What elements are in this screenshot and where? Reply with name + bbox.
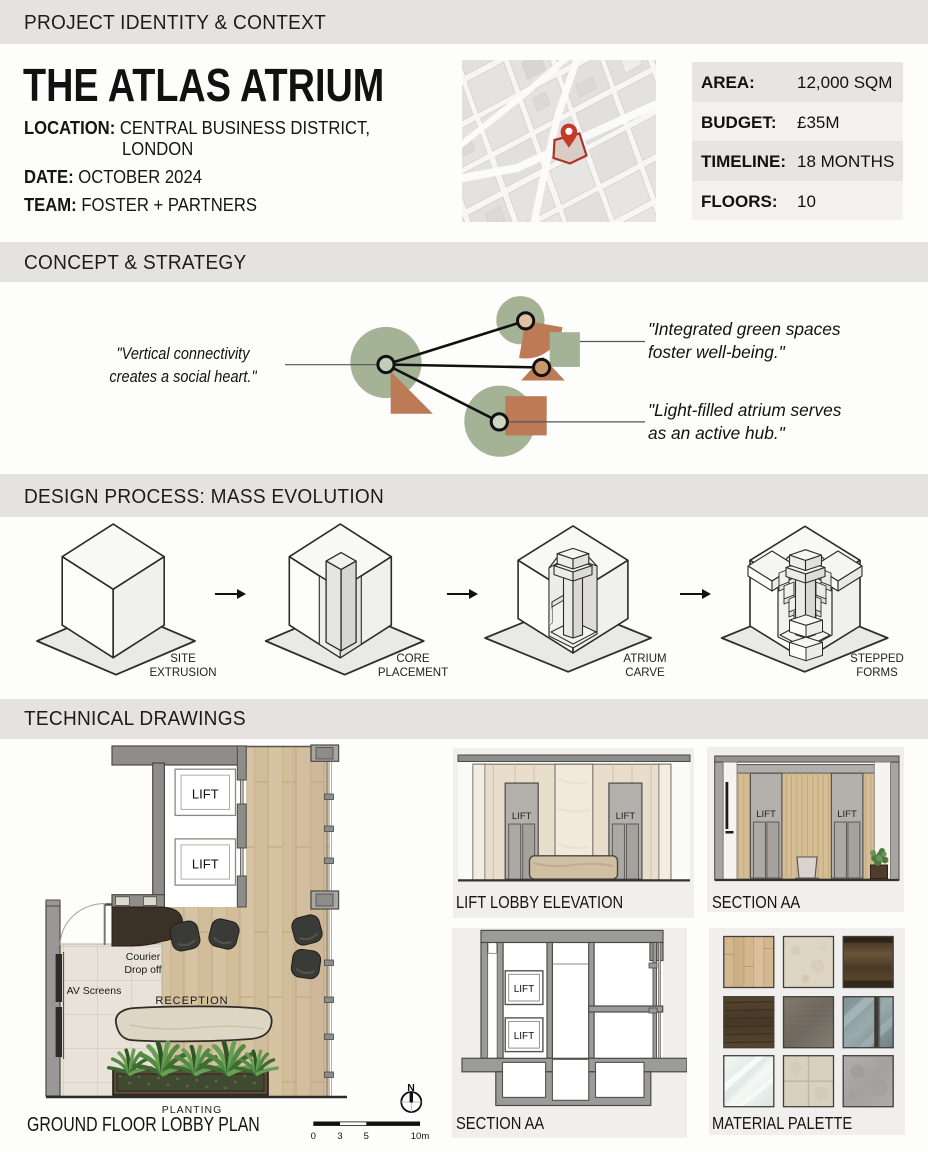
svg-text:3: 3 [337,1131,342,1142]
svg-text:0: 0 [311,1131,316,1142]
svg-text:LIFT: LIFT [616,811,636,822]
svg-text:LIFT: LIFT [512,811,532,822]
svg-text:LIFT: LIFT [514,984,535,995]
svg-text:LIFT: LIFT [837,809,857,820]
svg-text:5: 5 [364,1131,369,1142]
svg-text:LIFT: LIFT [514,1031,535,1042]
svg-text:Courier: Courier [126,951,161,963]
svg-text:AV Screens: AV Screens [67,985,122,997]
svg-text:PLANTING: PLANTING [162,1104,223,1116]
svg-text:LIFT: LIFT [192,857,219,872]
svg-text:10m: 10m [411,1131,430,1142]
svg-text:RECEPTION: RECEPTION [155,995,228,1007]
svg-text:LIFT: LIFT [192,787,219,802]
svg-text:N: N [407,1082,415,1094]
svg-text:LIFT: LIFT [756,809,776,820]
svg-text:Drop off: Drop off [124,964,161,976]
